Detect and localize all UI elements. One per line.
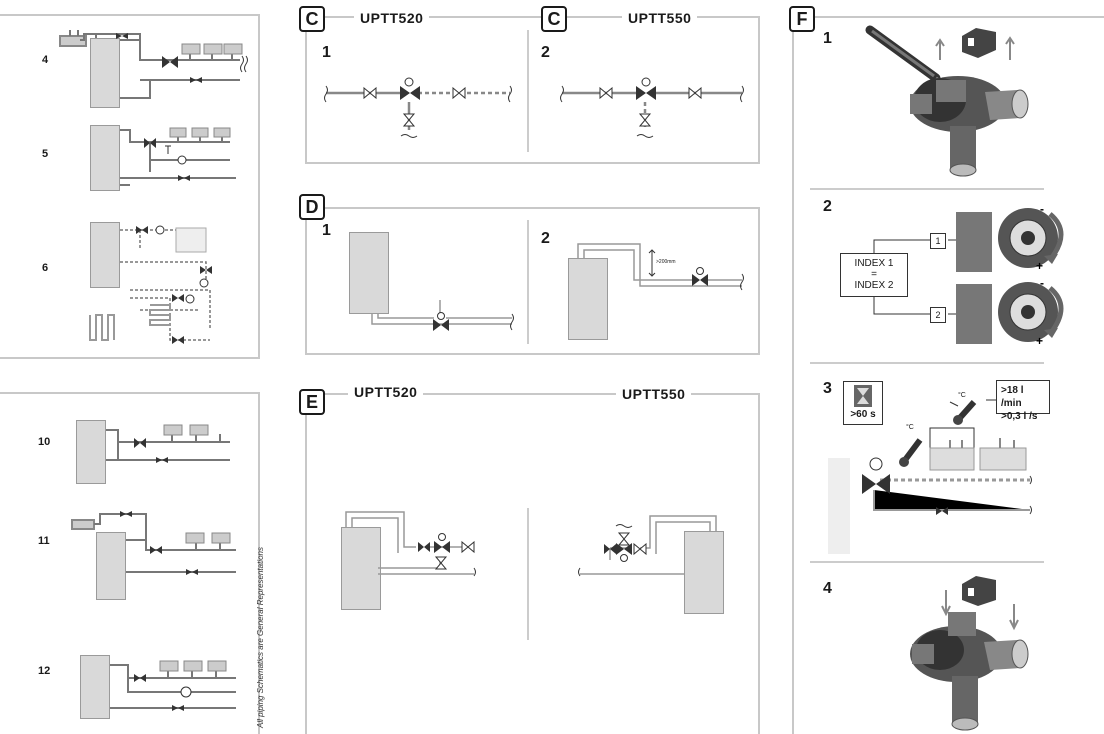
piping-schematic-4 [59, 30, 248, 99]
schematic-number-5: 5 [42, 148, 49, 160]
section-c-step-2: 2 [541, 44, 550, 61]
svg-text:-: - [1040, 276, 1044, 290]
section-e-letter: E [299, 389, 325, 415]
section-d-letter: D [299, 194, 325, 220]
tank-d1 [349, 232, 389, 314]
tank-12 [80, 655, 110, 719]
temp-unit-top: °C [958, 392, 966, 399]
section-d-step-2: 2 [541, 230, 550, 247]
tank-10 [76, 420, 106, 484]
flow-rate-lps: >0,3 l /s [1001, 411, 1038, 422]
schematic-number-11: 11 [38, 535, 50, 547]
index-box: INDEX 1 = INDEX 2 [840, 253, 908, 297]
section-f-step-2: 2 [823, 198, 832, 215]
section-f-step-4: 4 [823, 580, 832, 597]
section-c-letter-2: C [541, 6, 567, 32]
section-c-step-1: 1 [322, 44, 331, 61]
timer-label: >60 s [850, 409, 876, 420]
timer-box: >60 s [843, 381, 883, 425]
left-bottom-panel [0, 392, 260, 734]
piping-schematic-10 [106, 424, 230, 463]
piping-schematic-11 [71, 511, 236, 575]
hourglass-icon [854, 385, 872, 407]
piping-schematic-12 [110, 660, 236, 711]
tank-d2 [568, 258, 608, 340]
section-e-panel [305, 393, 760, 734]
tank-6 [90, 222, 120, 288]
left-top-panel [0, 14, 260, 359]
tank-4 [90, 38, 120, 108]
temp-unit-left: °C [906, 424, 914, 431]
tank-5 [90, 125, 120, 191]
index-line-2: INDEX 2 [854, 280, 894, 291]
section-d-panel [305, 207, 760, 355]
index-equals: = [871, 269, 877, 280]
piping-schematic-5 [120, 127, 236, 186]
index-line-1: INDEX 1 [854, 258, 894, 269]
section-f-step-1: 1 [823, 30, 832, 47]
tank-e2 [684, 531, 724, 614]
schematic-number-6: 6 [42, 262, 49, 274]
pump-box-2: 2 [930, 307, 946, 323]
schematic-number-10: 10 [38, 436, 51, 448]
piping-schematic-6 [89, 225, 212, 344]
tank-e1 [341, 527, 381, 610]
section-c-letter: C [299, 6, 325, 32]
svg-text:-: - [1040, 202, 1044, 216]
svg-text:+: + [1036, 334, 1043, 348]
section-d-step-1: 1 [322, 222, 331, 239]
flow-rate-box: >18 l /min >0,3 l /s [996, 380, 1050, 422]
pump-box-1: 1 [930, 233, 946, 249]
section-c-title-left: UPTT520 [354, 10, 430, 26]
section-f-letter: F [789, 6, 815, 32]
svg-text:+: + [1036, 259, 1043, 273]
section-e-title-right: UPTT550 [616, 386, 692, 402]
section-c-panel [305, 16, 760, 164]
section-f-panel [792, 16, 1104, 734]
schematic-number-12: 12 [38, 665, 51, 677]
section-e-title-left: UPTT520 [348, 384, 424, 400]
section-f-step-3: 3 [823, 380, 832, 397]
flow-rate-lpm: >18 l /min [1001, 385, 1024, 409]
tank-11 [96, 532, 126, 600]
section-c-title-right: UPTT550 [622, 10, 698, 26]
section-d-dimension: >200mm [656, 259, 676, 265]
schematic-number-4: 4 [42, 54, 49, 66]
